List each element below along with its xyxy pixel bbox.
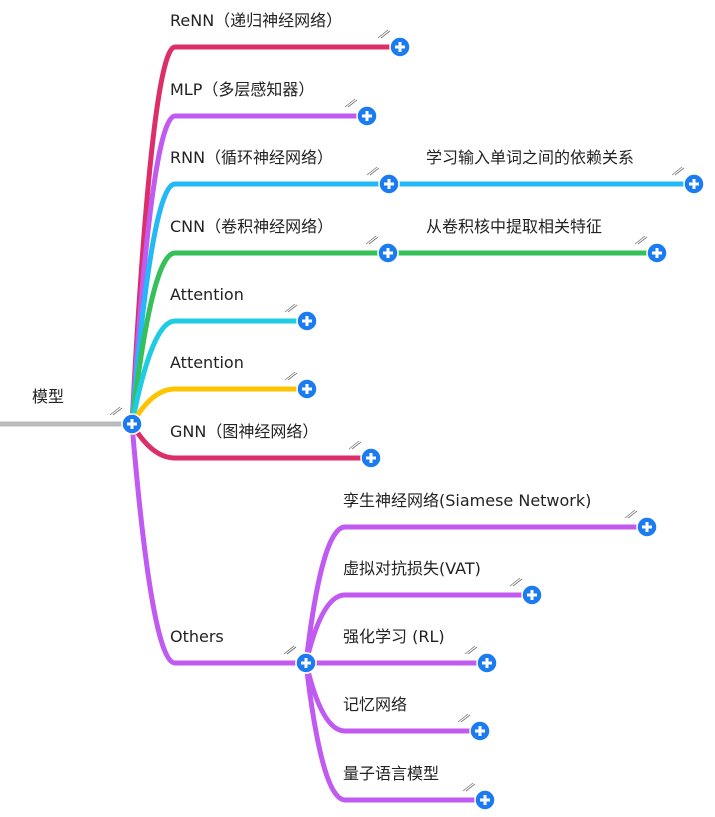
plus-glyph <box>366 453 376 463</box>
branch-line <box>129 421 309 666</box>
others-child-label[interactable]: 强化学习 (RL) <box>343 627 445 646</box>
child-node-expand-button[interactable] <box>671 166 705 195</box>
plus-glyph <box>395 42 405 52</box>
others-child-line <box>303 660 488 803</box>
branch-line <box>129 250 391 427</box>
branch-node-expand-button[interactable] <box>365 235 399 264</box>
others-child-node-expand-button[interactable] <box>624 509 658 538</box>
resize-grip-icon <box>465 783 476 792</box>
resize-grip-icon <box>287 304 298 313</box>
branch-label[interactable]: CNN（卷积神经网络） <box>170 217 333 236</box>
branch-node-expand-button[interactable] <box>377 29 411 58</box>
resize-grip-icon <box>460 714 471 723</box>
plus-glyph <box>480 795 490 805</box>
branch-label[interactable]: Attention <box>170 353 244 372</box>
plus-glyph <box>475 726 485 736</box>
others-child-node-expand-button[interactable] <box>462 782 496 811</box>
plus-glyph <box>302 316 312 326</box>
branch-node-expand-button[interactable] <box>348 440 382 469</box>
resize-grip-icon <box>634 235 646 245</box>
resize-grip-icon <box>348 440 360 450</box>
connector-lines <box>0 44 694 803</box>
plus-glyph <box>362 111 372 121</box>
plus-glyph <box>383 248 393 258</box>
resize-grip-icon <box>671 166 683 176</box>
plus-glyph <box>482 658 492 668</box>
child-node-expand-button[interactable] <box>634 235 668 264</box>
resize-grip-icon <box>674 167 685 176</box>
resize-grip-icon <box>380 30 391 39</box>
resize-grip-icon <box>457 713 469 723</box>
resize-grip-icon <box>512 578 523 587</box>
others-child-label[interactable]: 虚拟对抗损失(VAT) <box>343 559 481 578</box>
resize-grip-icon <box>284 303 296 313</box>
resize-grip-icon <box>467 646 478 655</box>
others-child-node-expand-button[interactable] <box>509 577 543 606</box>
resize-grip-icon <box>347 99 358 108</box>
branch-node-expand-button[interactable] <box>366 166 400 195</box>
others-node-expand-button[interactable] <box>283 645 317 674</box>
plus-glyph <box>302 384 312 394</box>
resize-grip-icon <box>287 372 298 381</box>
others-child-label[interactable]: 记忆网络 <box>343 695 407 714</box>
child-label[interactable]: 学习输入单词之间的依赖关系 <box>426 148 634 167</box>
resize-grip-icon <box>627 510 638 519</box>
resize-grip-icon <box>365 235 377 245</box>
branch-node-expand-button[interactable] <box>284 371 318 400</box>
others-child-line <box>303 524 650 666</box>
resize-grip-icon <box>109 406 121 416</box>
root-node-expand-button[interactable] <box>109 406 143 435</box>
others-child-label[interactable]: 孪生神经网络(Siamese Network) <box>343 491 591 510</box>
resize-grip-icon <box>368 236 379 245</box>
resize-grip-icon <box>369 167 380 176</box>
resize-grip-icon <box>377 29 389 39</box>
others-child-node-expand-button[interactable] <box>457 713 491 742</box>
resize-grip-icon <box>344 98 356 108</box>
branch-label[interactable]: MLP（多层感知器） <box>170 80 314 99</box>
plus-glyph <box>301 658 311 668</box>
resize-grip-icon <box>351 441 362 450</box>
resize-grip-icon <box>286 646 297 655</box>
root-node-label[interactable]: 模型 <box>32 387 64 406</box>
resize-grip-icon <box>509 577 521 587</box>
resize-grip-icon <box>637 236 648 245</box>
resize-grip-icon <box>283 645 295 655</box>
branch-node-expand-button[interactable] <box>284 303 318 332</box>
resize-grip-icon <box>464 645 476 655</box>
others-child-node-expand-button[interactable] <box>464 645 498 674</box>
branch-line <box>129 318 310 427</box>
others-child-label[interactable]: 量子语言模型 <box>343 764 439 783</box>
branch-line <box>129 386 310 427</box>
branch-node-expand-button[interactable] <box>344 98 378 127</box>
resize-grip-icon <box>284 371 296 381</box>
plus-glyph <box>652 248 662 258</box>
plus-glyph <box>384 179 394 189</box>
resize-grip-icon <box>112 407 123 416</box>
plus-glyph <box>689 179 699 189</box>
plus-glyph <box>527 590 537 600</box>
branch-label[interactable]: ReNN（递归神经网络） <box>170 11 342 30</box>
plus-glyph <box>642 522 652 532</box>
branch-label[interactable]: Attention <box>170 285 244 304</box>
plus-glyph <box>127 419 137 429</box>
resize-grip-icon <box>624 509 636 519</box>
branch-label[interactable]: GNN（图神经网络） <box>170 422 318 441</box>
branch-label[interactable]: Others <box>170 627 224 646</box>
resize-grip-icon <box>462 782 474 792</box>
child-label[interactable]: 从卷积核中提取相关特征 <box>426 217 602 236</box>
node-labels: 模型 ReNN（递归神经网络） MLP（多层感知器） RNN（循环神经网络） 学习输入单… <box>32 11 634 783</box>
others-child-line <box>303 592 535 666</box>
branch-label[interactable]: RNN（循环神经网络） <box>170 148 333 167</box>
node-markers <box>109 29 705 811</box>
resize-grip-icon <box>366 166 378 176</box>
